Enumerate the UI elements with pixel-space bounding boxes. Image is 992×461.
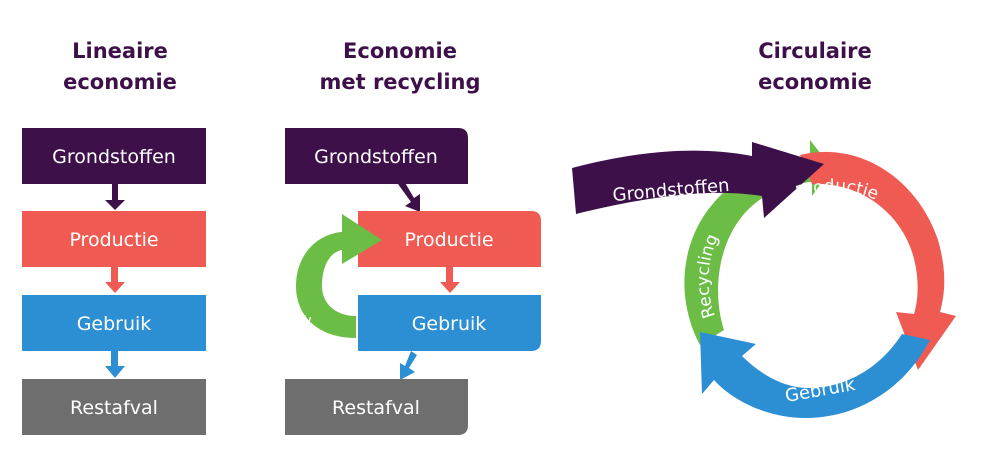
recycle-restafval-label: Restafval — [332, 397, 420, 419]
linear-restafval-label: Restafval — [70, 397, 158, 419]
recycle-recycling-arrow — [296, 214, 382, 338]
circular-productie-arrow — [800, 151, 956, 370]
linear-diagram: Grondstoffen Productie Gebruik Restafval — [22, 128, 206, 435]
linear-restafval-box — [22, 379, 206, 435]
recycle-productie-label: Productie — [404, 229, 493, 251]
circular-diagram: Grondstoffen Productie Gebruik Recycling — [572, 140, 956, 418]
linear-title-line1: Lineaire — [72, 39, 168, 63]
recycle-gebruik-label: Gebruik — [412, 313, 487, 335]
recycle-grondstoffen-label: Grondstoffen — [314, 146, 438, 168]
circular-gebruik-arrow — [700, 332, 930, 418]
linear-grondstoffen-box — [22, 128, 206, 184]
linear-title-line2: economie — [63, 70, 177, 94]
linear-productie-box — [22, 211, 206, 267]
recycle-restafval-box — [285, 379, 468, 435]
recycle-arrow-1 — [398, 181, 420, 212]
linear-gebruik-label: Gebruik — [77, 313, 152, 335]
circular-title: Circulaire economie — [715, 36, 915, 98]
recycle-title: Economie met recycling — [290, 36, 510, 98]
circular-grondstoffen-arrow — [572, 142, 824, 218]
recycle-gebruik-box — [358, 295, 541, 351]
linear-grondstoffen-label: Grondstoffen — [52, 146, 176, 168]
circular-title-line1: Circulaire — [758, 39, 872, 63]
recycle-arrow-3 — [400, 351, 417, 380]
circular-title-line2: economie — [758, 70, 872, 94]
linear-title: Lineaire economie — [20, 36, 220, 98]
linear-arrow-2 — [105, 267, 125, 293]
recycle-title-line2: met recycling — [319, 70, 481, 94]
recycle-title-line1: Economie — [343, 39, 457, 63]
linear-gebruik-box — [22, 295, 206, 351]
recycle-productie-box — [358, 211, 541, 267]
recycle-grondstoffen-box — [285, 128, 468, 184]
recycle-arrow-2 — [440, 267, 460, 293]
linear-arrow-3 — [105, 351, 125, 378]
recycle-diagram: Grondstoffen Productie Gebruik Restafval… — [271, 128, 541, 435]
linear-arrow-1 — [105, 184, 125, 210]
linear-productie-label: Productie — [69, 229, 158, 251]
